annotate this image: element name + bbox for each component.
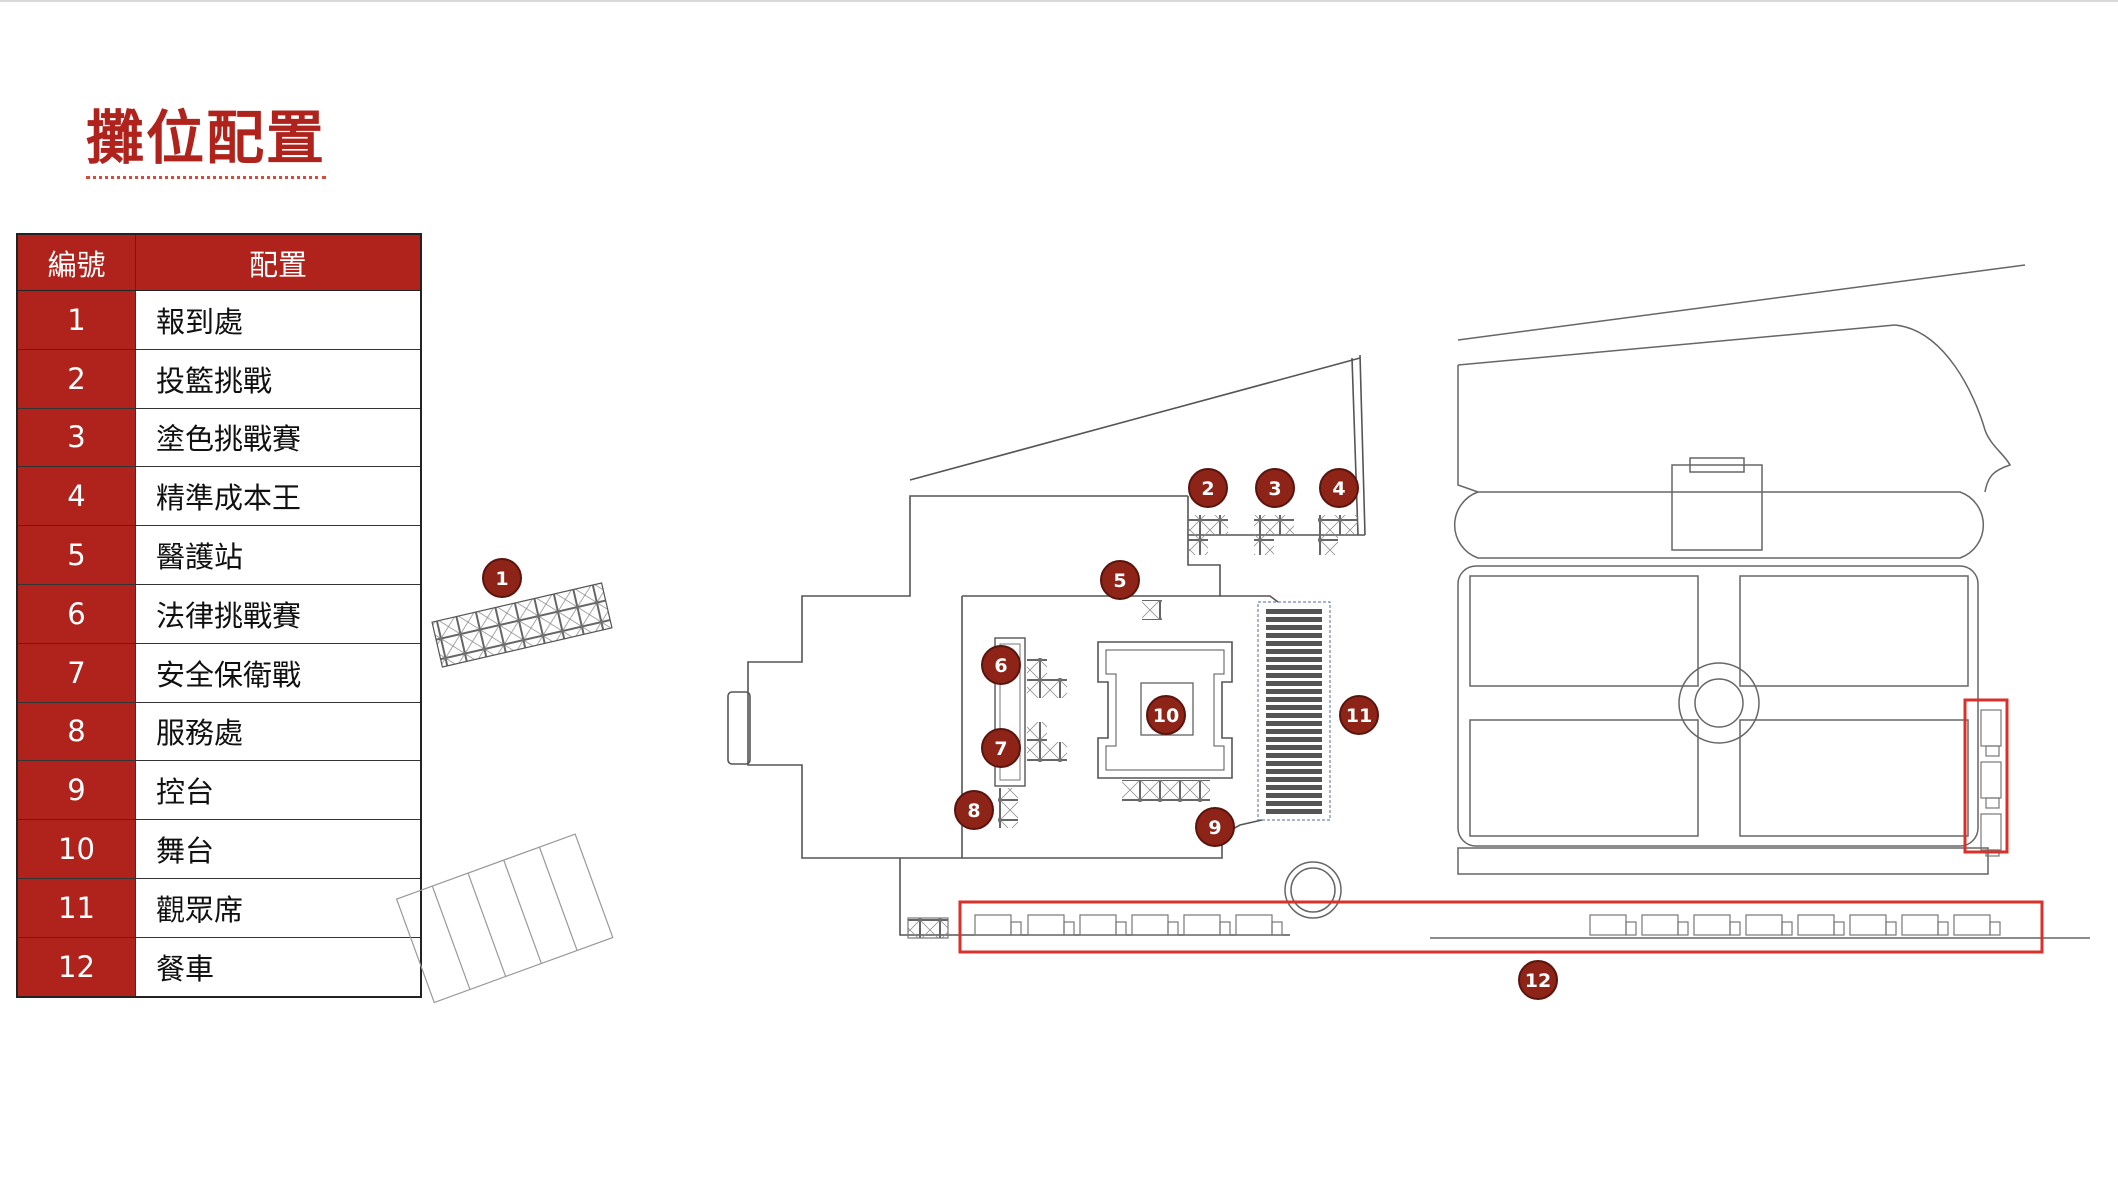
food-truck-zone-vertical <box>1963 698 2009 854</box>
marker-5: 5 <box>1100 560 1140 600</box>
legend-number: 12 <box>17 937 136 997</box>
marker-label: 11 <box>1346 705 1372 727</box>
parking-area <box>395 833 614 1004</box>
marker-12: 12 <box>1518 960 1558 1000</box>
legend-name: 餐車 <box>156 951 215 986</box>
legend-name: 安全保衛戰 <box>135 643 421 703</box>
marker-label: 9 <box>1208 817 1221 839</box>
booth-2 <box>1188 515 1228 535</box>
booth-3b <box>1254 535 1274 555</box>
audience-seating <box>1257 601 1331 821</box>
legend-name: 醫護站 <box>135 525 421 585</box>
marker-6: 6 <box>981 645 1021 685</box>
legend-number: 5 <box>17 525 136 585</box>
marker-11: 11 <box>1339 695 1379 735</box>
legend-number: 3 <box>17 408 136 468</box>
legend-name: 觀眾席 <box>135 878 421 938</box>
legend-name: 法律挑戰賽 <box>135 584 421 644</box>
legend-number: 7 <box>17 643 136 703</box>
marker-label: 8 <box>967 800 980 822</box>
marker-4: 4 <box>1319 468 1359 508</box>
legend-name: 服務處 <box>135 702 421 762</box>
booth-2b <box>1188 535 1208 555</box>
marker-2: 2 <box>1188 468 1228 508</box>
legend-name: 報到處 <box>135 290 421 350</box>
marker-9: 9 <box>1195 807 1235 847</box>
campus-right <box>1284 264 2090 939</box>
top-divider <box>0 0 2118 2</box>
marker-label: 7 <box>994 738 1007 760</box>
food-trucks-left <box>907 914 1283 939</box>
legend-header-number: 編號 <box>17 234 136 291</box>
marker-label: 6 <box>994 655 1007 677</box>
food-trucks-right <box>1589 709 2002 936</box>
table-row: 12 餐車 <box>17 937 421 997</box>
legend-number: 2 <box>17 349 136 409</box>
booth-5 <box>1142 600 1162 620</box>
marker-label: 5 <box>1113 570 1126 592</box>
booth-4b <box>1318 535 1338 555</box>
legend-name: 舞台 <box>135 819 421 879</box>
legend-number: 11 <box>17 878 136 938</box>
marker-label: 3 <box>1268 478 1281 500</box>
legend-name: 控台 <box>135 760 421 821</box>
marker-label: 12 <box>1525 970 1551 992</box>
legend-name: 塗色挑戰賽 <box>135 408 421 468</box>
legend-number: 4 <box>17 466 136 527</box>
checkin-tents <box>431 582 613 668</box>
marker-label: 10 <box>1153 705 1179 727</box>
legend-header-layout: 配置 <box>135 234 421 291</box>
marker-7: 7 <box>981 728 1021 768</box>
food-truck-zone-horizontal <box>958 900 2044 954</box>
booth-3 <box>1254 515 1294 535</box>
marker-3: 3 <box>1255 468 1295 508</box>
legend-name: 投籃挑戰 <box>135 349 421 409</box>
page-title: 攤位配置 <box>86 102 327 179</box>
marker-label: 1 <box>495 568 508 590</box>
legend-name: 精準成本王 <box>135 466 421 527</box>
legend-number: 6 <box>17 584 136 644</box>
legend-number: 8 <box>17 702 136 762</box>
legend-number: 9 <box>17 760 136 821</box>
booths-6-7-8 <box>994 637 1067 828</box>
legend-number: 1 <box>17 290 136 350</box>
legend-header-row: 編號 配置 <box>17 234 421 291</box>
control-desk <box>1122 780 1210 802</box>
stage <box>1097 641 1233 779</box>
legend-number: 10 <box>17 819 136 879</box>
marker-8: 8 <box>954 790 994 830</box>
marker-label: 4 <box>1332 478 1345 500</box>
marker-1: 1 <box>482 558 522 598</box>
booth-4 <box>1318 515 1358 535</box>
marker-label: 2 <box>1201 478 1214 500</box>
marker-10: 10 <box>1146 695 1186 735</box>
